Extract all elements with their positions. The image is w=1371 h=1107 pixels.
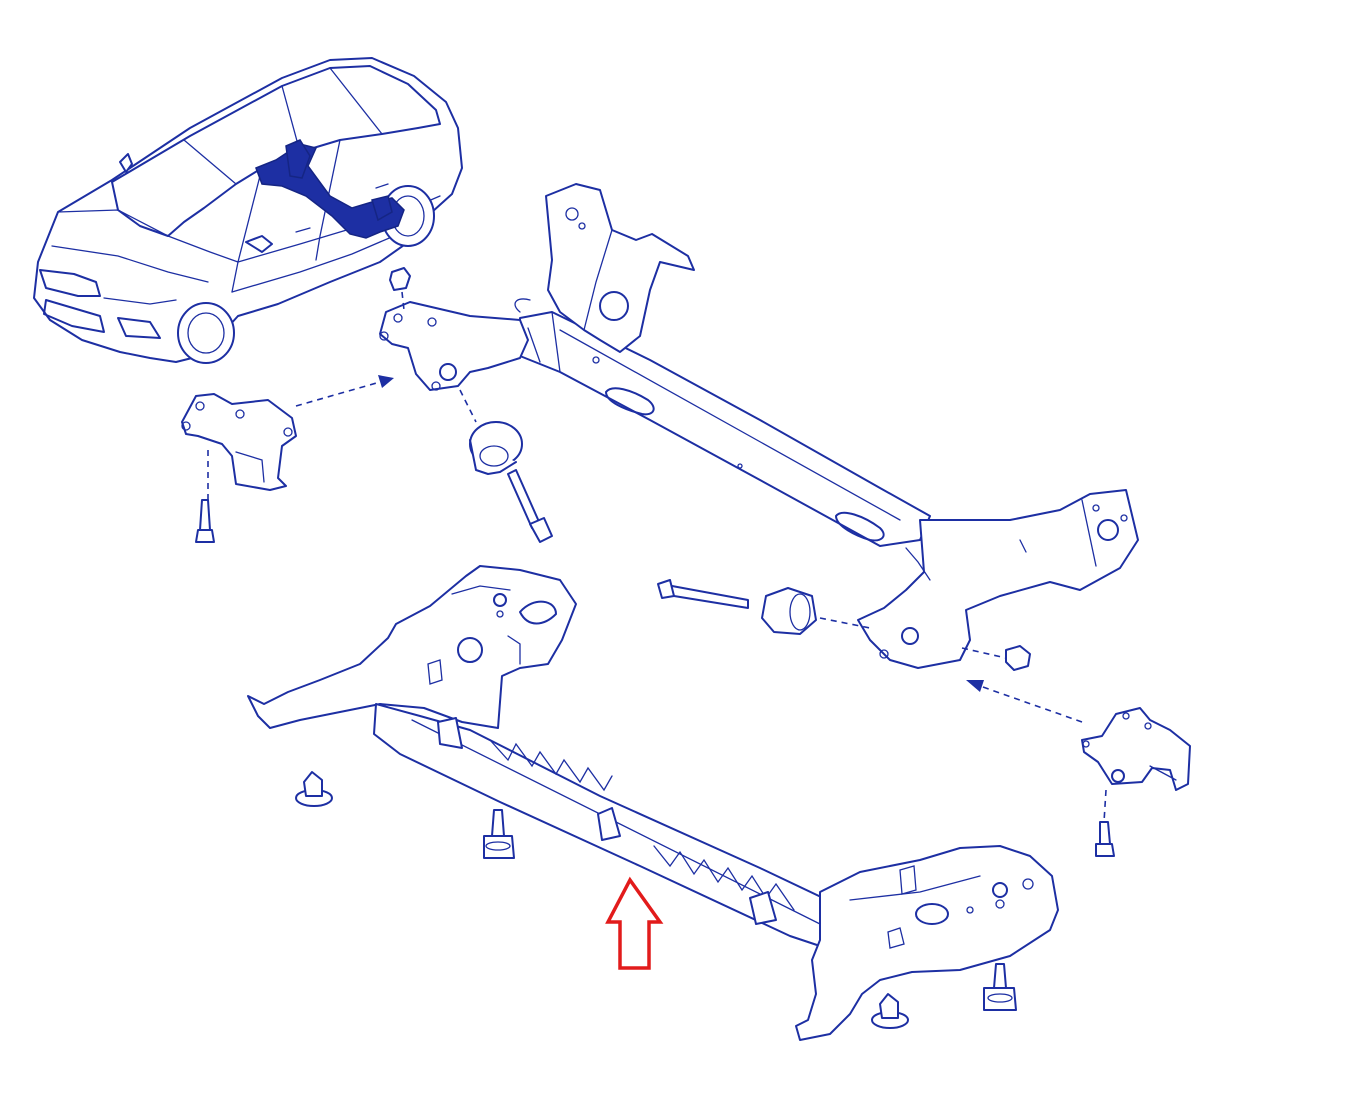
bolt-icon <box>507 469 553 543</box>
nut-icon <box>1005 645 1031 671</box>
bolt-icon <box>195 499 215 543</box>
axle-highlight-icon <box>255 139 405 239</box>
left-bracket-icon <box>181 393 297 491</box>
clip-icon <box>871 993 909 1029</box>
bushing-icon <box>469 421 523 475</box>
nut-icon <box>389 267 411 291</box>
subframe-icon <box>247 565 1059 1041</box>
bolt-icon <box>1095 821 1115 857</box>
right-bracket-icon <box>1081 707 1191 791</box>
clip-icon <box>295 771 333 807</box>
bushing-icon <box>761 587 817 635</box>
bolt-icon <box>657 579 749 609</box>
arrow-up-icon <box>605 876 664 970</box>
bolt-icon <box>983 963 1017 1011</box>
bolt-icon <box>483 809 515 859</box>
axle-beam-icon <box>379 183 1139 669</box>
